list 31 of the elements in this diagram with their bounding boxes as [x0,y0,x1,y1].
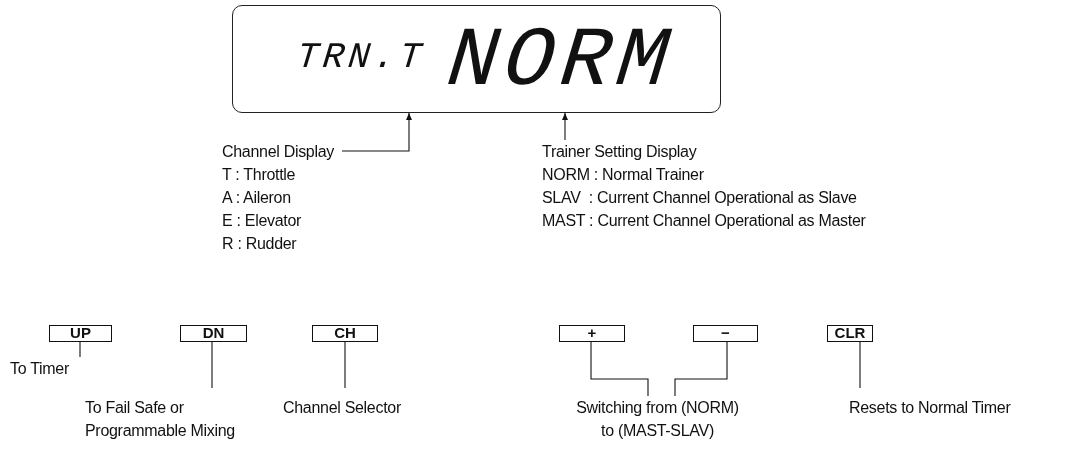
key-caption: Resets to Normal Timer [849,396,1011,419]
leader-line [859,341,861,389]
key-button: UP [49,325,112,342]
legend-entry: R : Rudder [222,234,298,254]
key-button: CH [312,325,378,342]
channel-readout: TRN.T [295,40,427,76]
legend-entry: E : Elevator [222,211,303,231]
leader-line [211,341,213,389]
legend-entry: SLAV : Current Channel Operational as Slave [542,188,858,208]
leader-line [590,341,649,397]
key-button: CLR [827,325,873,342]
key-button: + [559,325,625,342]
leader-line [674,341,728,397]
legend-entry: MAST : Current Channel Operational as Master [542,211,866,231]
lcd-display [232,5,721,113]
key-button: DN [180,325,247,342]
mode-readout: NORM [443,20,679,104]
legend-heading: Trainer Setting Display [542,142,698,162]
legend-entry: A : Aileron [222,188,292,208]
key-button: − [693,325,758,342]
key-caption: Switching from (NORM) to (MAST-SLAV) [570,396,745,442]
leader-arrow [341,112,412,152]
key-caption: To Fail Safe or Programmable Mixing [85,396,270,442]
legend-entry: NORM : Normal Trainer [542,165,705,185]
key-caption: Channel Selector [283,396,401,419]
legend-entry: T : Throttle [222,165,297,185]
legend-heading: Channel Display [222,142,334,162]
leader-line [344,341,346,389]
leader-line [79,341,81,358]
leader-arrow [562,112,568,141]
key-caption: To Timer [10,357,69,380]
